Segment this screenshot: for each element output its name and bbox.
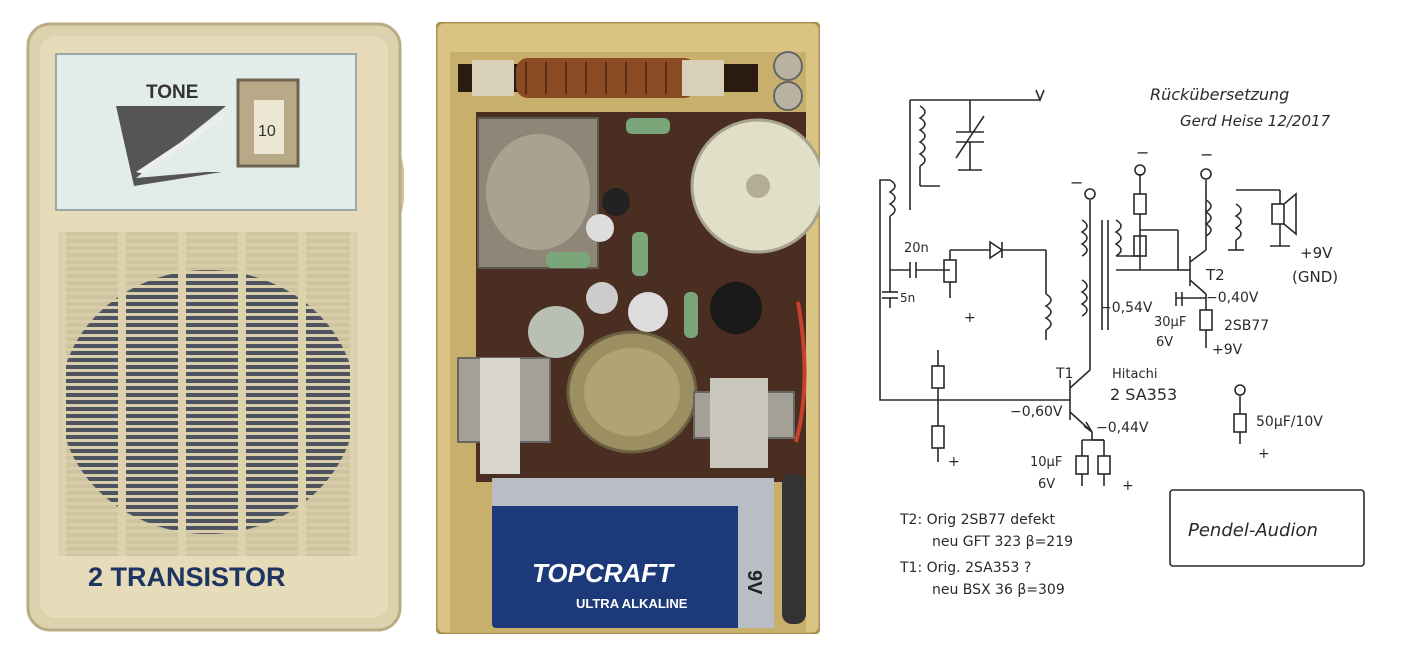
grille-slat	[58, 320, 358, 323]
grille-slat	[58, 418, 358, 421]
label-30uf: 30µF	[1154, 315, 1186, 330]
brand-text: TONE	[146, 82, 198, 103]
label-6v-a: 6V	[1156, 335, 1173, 350]
grille-slat	[58, 264, 358, 267]
grille-slat	[58, 278, 358, 281]
grille-slat	[58, 432, 358, 435]
grille-slat	[58, 390, 358, 393]
grille-slat	[58, 474, 358, 477]
grille-slat	[58, 460, 358, 463]
label-plus-br: +	[1258, 446, 1270, 462]
grille-slat	[58, 376, 358, 379]
radio-front-photo: TONE 10 2 TRANSISTOR	[26, 22, 404, 634]
dial-panel	[55, 53, 357, 211]
label-2sa353: 2 SA353	[1110, 385, 1177, 404]
grille-slat	[58, 411, 358, 414]
grille-slat	[58, 537, 358, 540]
note-title-1: Rückübersetzung	[1150, 85, 1289, 104]
capacitor	[602, 188, 630, 216]
label-v044: −0,44V	[1096, 420, 1149, 436]
dial-marker: 10	[258, 123, 276, 140]
grille-slat	[58, 285, 358, 288]
grille-slat	[58, 341, 358, 344]
label-minus-r1: −	[1136, 143, 1149, 162]
grille-slat	[58, 355, 358, 358]
label-9v-gnd: +9V	[1300, 244, 1333, 262]
label-plus-bm: +	[1122, 478, 1134, 494]
grille-slat	[58, 502, 358, 505]
grille-slat	[58, 383, 358, 386]
label-plus-left: +	[964, 310, 976, 326]
label-5n: 5n	[900, 291, 915, 305]
label-hitachi: Hitachi	[1112, 367, 1157, 382]
label-v060: −0,60V	[1010, 404, 1063, 420]
label-9v: +9V	[1212, 342, 1243, 358]
label-t2: T2	[1205, 266, 1225, 284]
grille-slat	[58, 453, 358, 456]
label-minus-mid: −	[1070, 173, 1083, 192]
grille-slat	[58, 327, 358, 330]
grille-slat	[58, 523, 358, 526]
grille-slat	[58, 467, 358, 470]
label-50uf: 50µF/10V	[1256, 414, 1323, 430]
label-t1: T1	[1055, 366, 1073, 382]
radio-inside-photo: TOPCRAFT ULTRA ALKALINE 9V	[436, 22, 820, 634]
label-6v-b: 6V	[1038, 477, 1055, 492]
schematic-wires	[879, 89, 1365, 567]
grille-slat	[58, 481, 358, 484]
label-v040: −0,40V	[1206, 290, 1259, 306]
battery-type: ULTRA ALKALINE	[576, 596, 688, 611]
grille-slat	[58, 271, 358, 274]
label-v054: −0,54V	[1100, 300, 1153, 316]
grille-slat	[58, 509, 358, 512]
label-plus-bl: +	[948, 454, 960, 470]
label-20n: 20n	[904, 241, 929, 256]
grille-slat	[58, 551, 358, 554]
label-10uf: 10µF	[1030, 455, 1062, 470]
grille-slat	[58, 299, 358, 302]
grille-slat	[58, 292, 358, 295]
model-label: 2 TRANSISTOR	[88, 562, 286, 592]
hand-drawn-schematic: Rückübersetzung Gerd Heise 12/2017 20n 5…	[860, 70, 1390, 610]
note-t2-line2: neu GFT 323 β=219	[932, 534, 1073, 550]
box-label: Pendel-Audion	[1188, 520, 1318, 541]
grille-slat	[58, 530, 358, 533]
note-title-2: Gerd Heise 12/2017	[1180, 112, 1331, 130]
grille-slat	[58, 362, 358, 365]
grille-slat	[58, 446, 358, 449]
label-2sb77: 2SB77	[1224, 318, 1269, 334]
grille-slat	[58, 369, 358, 372]
label-minus-r2: −	[1200, 145, 1213, 164]
battery-voltage: 9V	[743, 570, 765, 595]
screw-icon	[773, 51, 803, 81]
grille-slat	[58, 516, 358, 519]
grille-slat	[58, 250, 358, 253]
grille-slat	[58, 334, 358, 337]
note-t1-line1: T1: Orig. 2SA353 ?	[899, 560, 1031, 576]
grille-slat	[58, 257, 358, 260]
battery-brand: TOPCRAFT	[532, 558, 675, 588]
grille-slat	[58, 488, 358, 491]
grille-slat	[58, 439, 358, 442]
grille-slat	[58, 397, 358, 400]
note-t1-line2: neu BSX 36 β=309	[932, 582, 1065, 598]
battery-9v	[492, 478, 774, 628]
grille-slat	[58, 425, 358, 428]
grille-slat	[58, 544, 358, 547]
grille-slat	[58, 243, 358, 246]
grille-slat	[58, 348, 358, 351]
grille-slat	[58, 236, 358, 239]
grille-slat	[58, 313, 358, 316]
grille-slat	[58, 306, 358, 309]
grille-slat	[58, 404, 358, 407]
label-gnd: (GND)	[1292, 268, 1338, 286]
grille-slat	[58, 495, 358, 498]
note-t2-line1: T2: Orig 2SB77 defekt	[899, 512, 1055, 528]
dial-pointer-graphic	[116, 106, 226, 186]
